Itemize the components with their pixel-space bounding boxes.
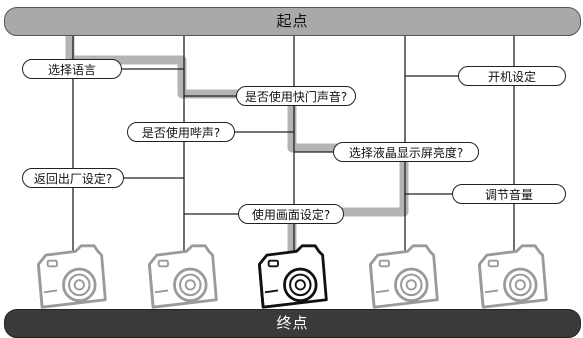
camera-4-icon xyxy=(368,244,439,309)
node-language: 选择语言 xyxy=(22,59,122,79)
node-picture-settings: 使用画面设定? xyxy=(238,204,344,224)
highlighted-path xyxy=(65,29,409,267)
camera-1-icon xyxy=(36,244,107,309)
node-power: 开机设定 xyxy=(458,66,566,86)
node-shutter-sound: 是否使用快门声音? xyxy=(236,86,356,106)
end-bar: 终点 xyxy=(4,309,581,338)
camera-5-icon xyxy=(477,244,548,309)
node-lcd-brightness: 选择液晶显示屏亮度? xyxy=(333,142,479,162)
node-factory-reset: 返回出厂设定? xyxy=(22,168,124,188)
node-volume: 调节音量 xyxy=(452,184,566,204)
camera-2-icon xyxy=(147,244,218,309)
start-bar: 起点 xyxy=(4,7,581,36)
camera-3-icon xyxy=(257,244,328,309)
node-beep: 是否使用哔声? xyxy=(127,122,235,142)
